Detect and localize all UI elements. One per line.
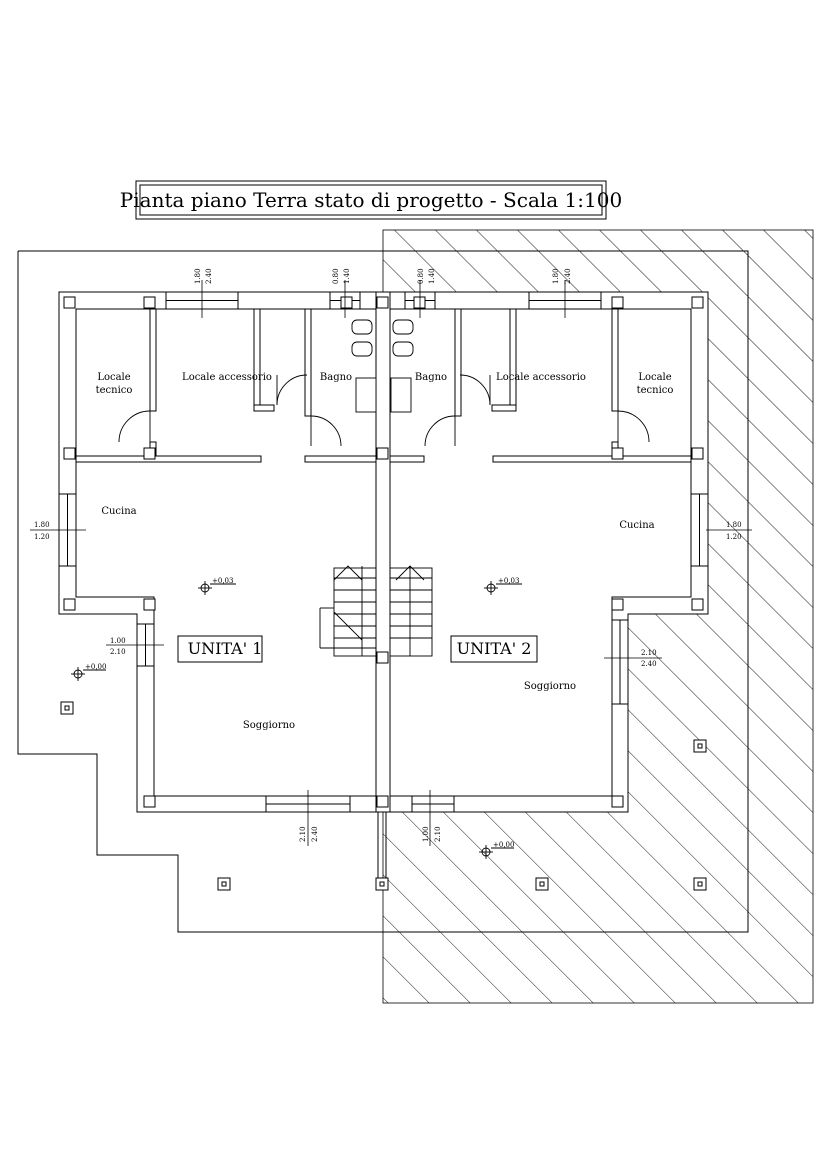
title-block: Pianta piano Terra stato di progetto - S… — [120, 180, 622, 220]
dim-label: 1.80 — [726, 521, 742, 529]
dim-label: 0.80 — [417, 268, 425, 284]
dim-label: 2.40 — [641, 660, 657, 668]
room-label: Locale accessorio — [496, 372, 586, 383]
unit-labels: UNITA' 1 UNITA' 2 — [177, 635, 538, 663]
level-markers — [71, 581, 522, 859]
level-labels: +0,03 +0,03 +0,00 +0,00 — [85, 577, 519, 849]
dim-label: 2.40 — [311, 826, 319, 842]
window-dimension-labels: 1.80 2.40 0.80 1.40 0.80 1.40 1.80 2.40 … — [34, 268, 742, 842]
dim-label: 2.10 — [110, 648, 126, 656]
level-label: +0,03 — [212, 577, 233, 585]
dim-label: 2.10 — [299, 826, 307, 842]
dim-label: 2.10 — [434, 826, 442, 842]
room-label: Cucina — [619, 520, 654, 531]
dim-label: 1.80 — [194, 268, 202, 284]
dim-label: 1.20 — [726, 533, 742, 541]
staircase — [319, 565, 433, 657]
room-label: Soggiorno — [524, 681, 576, 692]
dimension-ticks — [30, 280, 752, 846]
room-label: tecnico — [637, 385, 674, 396]
dim-label: 1.00 — [110, 637, 126, 645]
room-label: tecnico — [96, 385, 133, 396]
room-label: Soggiorno — [243, 720, 295, 731]
dim-label: 1.00 — [422, 826, 430, 842]
drawing-title: Pianta piano Terra stato di progetto - S… — [120, 188, 622, 212]
building-walls — [58, 291, 709, 813]
room-label: Locale — [97, 372, 130, 383]
unit-2-label: UNITA' 2 — [457, 639, 532, 658]
unit-1-label: UNITA' 1 — [188, 639, 263, 658]
room-label: Cucina — [101, 506, 136, 517]
room-label: Locale — [638, 372, 671, 383]
level-label: +0,00 — [85, 663, 106, 671]
room-label: Bagno — [320, 372, 352, 383]
dim-label: 2.10 — [641, 649, 657, 657]
doors — [118, 374, 650, 447]
dim-label: 2.40 — [564, 268, 572, 284]
level-label: +0,03 — [498, 577, 519, 585]
lot-boundary — [17, 250, 749, 933]
dim-label: 0.80 — [332, 268, 340, 284]
room-label: Locale accessorio — [182, 372, 272, 383]
dim-label: 1.20 — [34, 533, 50, 541]
dim-label: 2.40 — [205, 268, 213, 284]
structural-columns — [60, 296, 707, 891]
room-labels: Locale tecnico Locale accessorio Bagno B… — [96, 372, 674, 731]
dim-label: 1.80 — [552, 268, 560, 284]
level-label: +0,00 — [493, 841, 514, 849]
room-label: Bagno — [415, 372, 447, 383]
dim-label: 1.40 — [428, 268, 436, 284]
dim-label: 1.80 — [34, 521, 50, 529]
bathroom-fixtures — [351, 319, 414, 413]
dim-label: 1.40 — [343, 268, 351, 284]
